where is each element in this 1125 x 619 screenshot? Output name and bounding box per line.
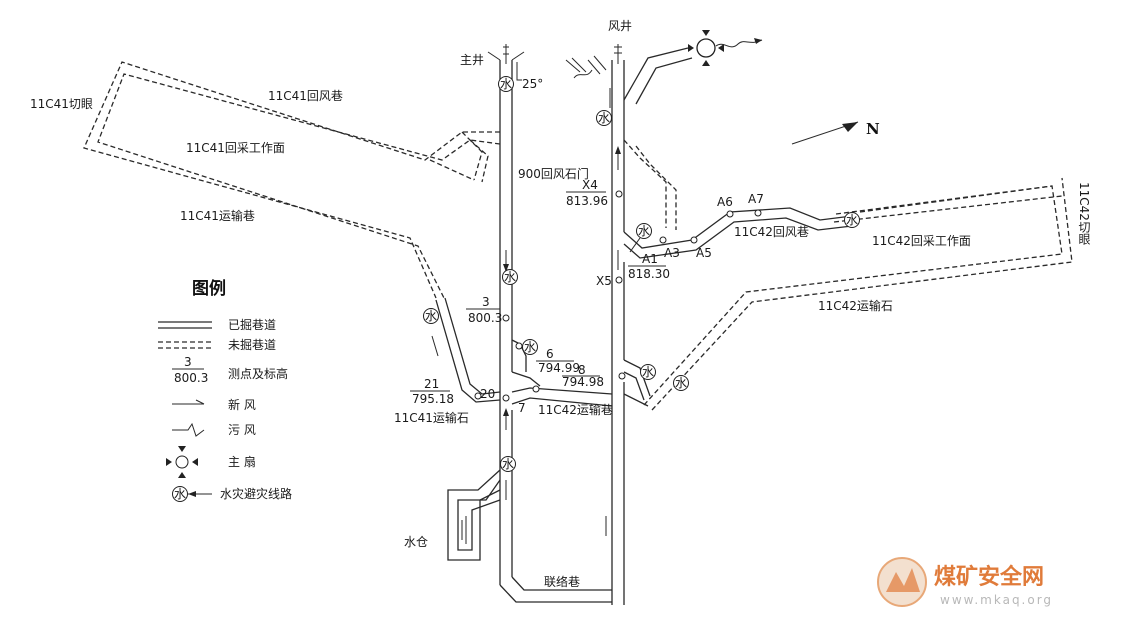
c42-haul-roadway	[623, 359, 651, 401]
point-3-id: 3	[482, 295, 490, 309]
svg-text:水: 水	[598, 111, 610, 125]
c42-face-label: 11C42回采工作面	[872, 234, 971, 248]
c41-return-label: 11C41回风巷	[268, 89, 343, 103]
link-roadway-label: 联络巷	[544, 574, 580, 589]
c42-panel	[623, 139, 1073, 411]
c42-return-label: 11C42回风巷	[734, 225, 809, 239]
svg-text:水: 水	[502, 457, 514, 471]
survey-points	[474, 190, 762, 402]
svg-text:水: 水	[642, 365, 654, 379]
point-a5: A5	[696, 246, 712, 260]
airflow-arrows	[431, 88, 641, 536]
svg-text:水: 水	[675, 376, 687, 390]
air-shaft	[565, 30, 763, 605]
water-escape-markers: 水 水 水 水 水 水 水 水 水 水	[423, 76, 860, 472]
north-label: N	[866, 120, 880, 138]
svg-text:水: 水	[500, 77, 512, 91]
sump-label: 水仓	[404, 535, 428, 549]
c41-haul-label: 11C41运输巷	[180, 208, 255, 223]
c42-haul-label: 11C42运输巷	[538, 402, 613, 417]
watermark: 煤矿安全网 www.mkaq.org	[877, 557, 1053, 607]
legend-sample-elev: 800.3	[174, 371, 208, 385]
watermark-name: 煤矿安全网	[934, 564, 1044, 590]
c42-haul-rock-label: 11C42运输石	[818, 298, 893, 313]
legend-item-excavated: 已掘巷道	[228, 317, 276, 332]
point-a7: A7	[748, 192, 764, 206]
svg-text:水: 水	[425, 309, 437, 323]
c41-haul-rock-label: 11C41运输石	[394, 410, 469, 425]
point-7: 7	[518, 401, 526, 415]
sump-and-link	[447, 469, 612, 603]
legend-title: 图例	[192, 278, 226, 299]
legend-item-main-fan: 主 扇	[228, 454, 256, 469]
c41-panel	[83, 61, 501, 301]
c41-haul-roadway	[435, 297, 501, 403]
point-a6: A6	[717, 195, 733, 209]
point-8-id: 8	[578, 363, 586, 377]
point-3-elev: 800.3	[468, 311, 502, 325]
point-6-id: 6	[546, 347, 554, 361]
air-shaft-label: 风井	[608, 19, 632, 33]
point-x4-id: X4	[582, 178, 598, 192]
svg-text:水: 水	[504, 270, 516, 284]
svg-text:水: 水	[846, 213, 858, 227]
svg-text:水: 水	[638, 224, 650, 238]
legend-item-survey: 测点及标高	[228, 366, 288, 381]
watermark-url: www.mkaq.org	[940, 593, 1053, 607]
point-x4-elev: 813.96	[566, 194, 608, 208]
main-shaft-label: 主井	[460, 53, 484, 67]
north-arrow: N	[791, 120, 880, 145]
point-21-id: 21	[424, 377, 439, 391]
legend-sample-id: 3	[184, 355, 192, 369]
point-8-elev: 794.98	[562, 375, 604, 389]
main-shaft-angle: 25°	[522, 77, 543, 91]
c42-cut-label: 11C42切眼	[1077, 182, 1091, 245]
watermark-logo-icon	[877, 557, 927, 607]
svg-text:水: 水	[174, 487, 186, 501]
svg-text:水: 水	[524, 340, 536, 354]
point-6-elev: 794.99	[538, 361, 580, 375]
main-fan-icon	[696, 38, 716, 58]
point-a3: A3	[664, 246, 680, 260]
legend-fan-icon	[175, 455, 189, 469]
legend: 图例 已掘巷道 未掘巷道 3 800.3 测点及标高 新 风 污 风 主 扇 水…	[158, 278, 292, 502]
legend-item-unexcavated: 未掘巷道	[228, 337, 276, 352]
point-21-elev: 795.18	[412, 392, 454, 406]
return-door-label: 900回风石门	[518, 166, 589, 181]
shaft-bottom-connection	[511, 339, 649, 407]
legend-item-water-escape: 水灾避灾线路	[220, 486, 292, 501]
legend-item-return-air: 污 风	[228, 423, 256, 437]
point-x5: X5	[596, 274, 612, 288]
point-a1-id: A1	[642, 252, 658, 266]
legend-item-fresh-air: 新 风	[228, 397, 256, 412]
point-a1-elev: 818.30	[628, 267, 670, 281]
c41-face-label: 11C41回采工作面	[186, 141, 285, 155]
c41-cut-label: 11C41切眼	[30, 97, 93, 111]
main-shaft	[487, 44, 525, 585]
point-20: 20	[480, 387, 495, 401]
